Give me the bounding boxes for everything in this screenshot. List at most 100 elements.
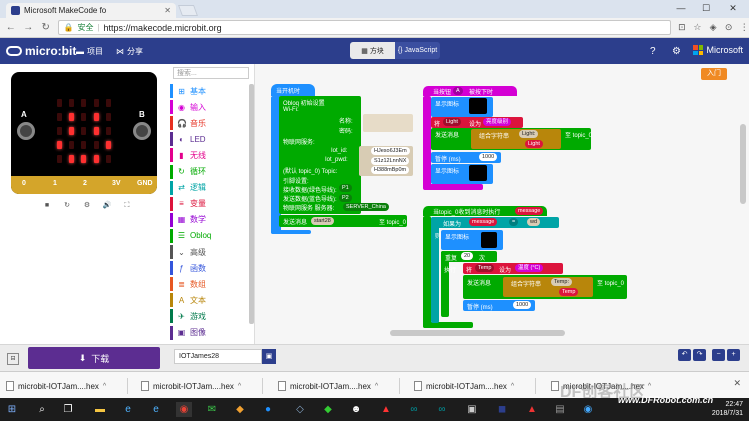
- chevron-up-icon[interactable]: ^: [510, 382, 515, 390]
- arduino-icon[interactable]: ∞: [438, 404, 446, 415]
- workspace-vertical-scrollbar[interactable]: [740, 124, 746, 204]
- new-tab-button[interactable]: [177, 5, 199, 16]
- chevron-up-icon[interactable]: ^: [647, 382, 652, 390]
- compare-value[interactable]: wd: [527, 218, 541, 226]
- back-icon[interactable]: ←: [5, 22, 16, 33]
- server-dropdown[interactable]: SERVER_China: [343, 203, 389, 211]
- file-explorer-icon[interactable]: ▬: [95, 404, 105, 415]
- send-message-field[interactable]: start28: [311, 217, 334, 225]
- stop-icon[interactable]: ■: [44, 202, 50, 209]
- download-item[interactable]: microbit-IOTJam....hex^: [408, 378, 536, 394]
- if-block-body[interactable]: [431, 217, 439, 323]
- blocks-tab[interactable]: ▦ 方块: [350, 42, 395, 59]
- send-light-block[interactable]: 发送消息 组合字符串 Light: Light 至 topic_0: [431, 128, 592, 150]
- light-var-reporter[interactable]: Light: [525, 140, 543, 148]
- sound-icon[interactable]: 🔊: [102, 202, 112, 209]
- pause-field-2[interactable]: 1000: [513, 301, 532, 309]
- app-icon[interactable]: ◼: [497, 404, 507, 415]
- icon-preview-2[interactable]: [469, 165, 487, 181]
- temperature-reporter[interactable]: 温度 (°C): [515, 264, 544, 272]
- arduino-icon[interactable]: ∞: [410, 404, 418, 415]
- url-field[interactable]: 🔒 安全 | https://makecode.microbit.org: [57, 20, 672, 35]
- chevron-up-icon[interactable]: ^: [374, 382, 379, 390]
- chevron-up-icon[interactable]: ^: [102, 382, 107, 390]
- pin-label[interactable]: 0: [22, 180, 26, 187]
- toolbox-scrollbar[interactable]: [249, 84, 254, 324]
- repeat-block[interactable]: 重复 20 次: [441, 251, 497, 262]
- redo-button[interactable]: ↷: [693, 349, 706, 361]
- share-button[interactable]: ⋈ 分享: [116, 46, 143, 57]
- toolbox-category[interactable]: ◐LED: [170, 132, 248, 147]
- set-temp-block[interactable]: 将 Temp 设为 温度 (°C): [463, 263, 563, 274]
- toolbox-category[interactable]: ⊞基本: [170, 84, 248, 98]
- toolbox-category[interactable]: ⌄高级: [170, 245, 248, 259]
- download-item[interactable]: microbit-IOTJam....hex^: [545, 378, 673, 394]
- button-a[interactable]: [17, 122, 35, 140]
- toolbox-category[interactable]: ▦数学: [170, 212, 248, 227]
- system-clock[interactable]: 22:47 2018/7/31: [712, 400, 743, 418]
- toolbox-search-input[interactable]: 搜索...: [173, 67, 249, 79]
- browser-tab[interactable]: Microsoft MakeCode fo ✕: [6, 3, 176, 18]
- pin-label[interactable]: GND: [137, 180, 153, 187]
- maximize-button[interactable]: ☐: [701, 3, 711, 13]
- translate-icon[interactable]: ⊡: [678, 22, 686, 32]
- app-icon[interactable]: ▤: [555, 404, 565, 415]
- join-temp-block[interactable]: 组合字符串 Temp: Temp: [503, 277, 593, 297]
- toolbox-category[interactable]: ≡变量: [170, 196, 248, 211]
- send-message-block[interactable]: 发送消息 至 topic_0: [279, 215, 407, 227]
- message-var[interactable]: message: [515, 207, 544, 215]
- download-item[interactable]: microbit-IOTJam....hex^: [272, 378, 400, 394]
- projects-button[interactable]: ▬ 项目: [76, 46, 103, 57]
- microsoft-brand[interactable]: Microsoft: [693, 45, 743, 55]
- toolbox-category[interactable]: 🎧音乐: [170, 116, 248, 131]
- pin-label[interactable]: 3V: [112, 180, 121, 187]
- tx-pin-dropdown[interactable]: P2: [339, 194, 352, 202]
- chrome-icon[interactable]: ◉: [176, 402, 192, 417]
- button-dropdown[interactable]: A: [453, 87, 463, 95]
- toolbox-category[interactable]: ◉输入: [170, 100, 248, 115]
- zoom-out-button[interactable]: −: [712, 349, 725, 361]
- iot-pwd-field[interactable]: S1z12LnnNX: [371, 157, 410, 165]
- download-item[interactable]: microbit-IOTJam....hex^: [135, 378, 263, 394]
- light-level-reporter[interactable]: 亮度级别: [483, 118, 512, 126]
- iot-id-field[interactable]: HJeso6J3Em: [371, 147, 410, 155]
- compare-var[interactable]: message: [469, 218, 498, 226]
- help-icon[interactable]: ?: [650, 46, 656, 57]
- workspace-horizontal-scrollbar[interactable]: [390, 330, 565, 336]
- pdf-icon[interactable]: ▲: [527, 404, 537, 415]
- wifi-password-slot[interactable]: [363, 124, 413, 132]
- extension-icon[interactable]: ◈: [709, 22, 717, 32]
- blocks-workspace[interactable]: 入门 当开机时 Obloq 初始设置 Wi-Fi: 名称: 密码: 物联网服务:…: [255, 64, 749, 344]
- obloq-setup-block[interactable]: Obloq 初始设置 Wi-Fi: 名称: 密码: 物联网服务: Iot_id:…: [279, 96, 361, 214]
- edge-browser-icon[interactable]: e: [125, 404, 131, 415]
- close-shelf-icon[interactable]: ✕: [733, 378, 741, 388]
- app-icon[interactable]: ◆: [236, 404, 244, 415]
- pin-label[interactable]: 1: [53, 180, 57, 187]
- wechat-icon[interactable]: ✉: [207, 404, 217, 415]
- app-icon[interactable]: ◉: [583, 404, 593, 415]
- toolbox-category[interactable]: ↻循环: [170, 164, 248, 179]
- temp-var-reporter[interactable]: Temp: [559, 288, 579, 296]
- download-item[interactable]: microbit-IOTJam....hex^: [0, 378, 128, 394]
- windows-start-icon[interactable]: ⊞: [7, 404, 17, 415]
- toolbox-category[interactable]: ☰Obloq: [170, 228, 248, 243]
- icon-preview-3[interactable]: [481, 232, 497, 248]
- set-light-block[interactable]: 将 Light 设为 亮度级别: [431, 117, 523, 128]
- app-icon[interactable]: ◇: [296, 404, 304, 415]
- microbit-logo[interactable]: micro:bit: [6, 44, 76, 58]
- pin-label[interactable]: 2: [83, 180, 87, 187]
- light-var-dropdown[interactable]: Light: [443, 118, 461, 126]
- send-temp-block[interactable]: 发送消息 组合字符串 Temp: Temp 至 topic_0: [463, 275, 627, 299]
- fullscreen-icon[interactable]: ⛶: [124, 202, 130, 209]
- bookmark-star-icon[interactable]: ☆: [693, 22, 702, 32]
- pause-block-2[interactable]: 暂停 (ms) 1000: [463, 300, 535, 311]
- qq-icon[interactable]: ☻: [350, 404, 362, 415]
- on-start-hat[interactable]: 当开机时: [271, 84, 315, 96]
- app-icon[interactable]: ◆: [324, 404, 332, 415]
- getting-started-button[interactable]: 入门: [701, 68, 727, 80]
- download-button[interactable]: ⬇ 下载: [28, 347, 160, 369]
- minimize-button[interactable]: —: [676, 3, 686, 13]
- app-icon[interactable]: ▲: [381, 404, 391, 415]
- join-light-block[interactable]: 组合字符串 Light: Light: [471, 129, 561, 149]
- light-prefix-field[interactable]: Light:: [519, 130, 539, 138]
